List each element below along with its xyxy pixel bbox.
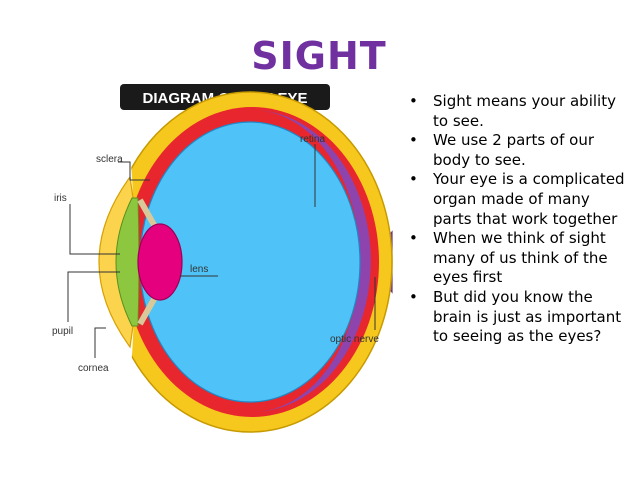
bullet-item: • But did you know the brain is just as i… (407, 288, 629, 347)
bullet-dot: • (409, 170, 418, 189)
label-cornea: cornea (78, 363, 109, 374)
slide-title: SIGHT (251, 34, 387, 78)
cornea-leader (94, 327, 106, 358)
bullet-text: When we think of sight many of us think … (433, 229, 608, 287)
bullet-dot: • (409, 131, 418, 150)
label-optic-nerve: optic nerve (330, 334, 379, 345)
bullet-item: • Sight means your ability to see. (407, 92, 629, 131)
label-lens: lens (190, 264, 208, 275)
bullet-dot: • (409, 287, 418, 306)
bullet-dot: • (409, 229, 418, 248)
bullet-text: We use 2 parts of our body to see. (433, 131, 595, 169)
label-retina: retina (300, 134, 325, 145)
bullet-text: Your eye is a complicated organ made of … (433, 170, 625, 228)
bullet-item: • We use 2 parts of our body to see. (407, 131, 629, 170)
bullet-text: Sight means your ability to see. (433, 92, 616, 130)
bullet-item: • When we think of sight many of us think… (407, 229, 629, 288)
bullet-list: • Sight means your ability to see. • We us… (407, 92, 629, 347)
pupil-leader (67, 271, 120, 322)
label-sclera: sclera (96, 154, 123, 165)
label-pupil: pupil (52, 326, 73, 337)
bullet-dot: • (409, 92, 418, 110)
label-iris: iris (54, 193, 67, 204)
bullet-text: But did you know the brain is just as im… (433, 287, 622, 346)
sclera-leader (118, 161, 150, 181)
eye-diagram: DIAGRAM OF THE EYE sclera retina iris (40, 82, 410, 460)
bullet-item: • Your eye is a complicated organ made of… (407, 170, 629, 229)
eye-diagram-svg: DIAGRAM OF THE EYE sclera retina iris (52, 84, 393, 433)
lens-shape (137, 223, 183, 301)
iris (115, 197, 140, 327)
iris-leader (69, 204, 120, 255)
